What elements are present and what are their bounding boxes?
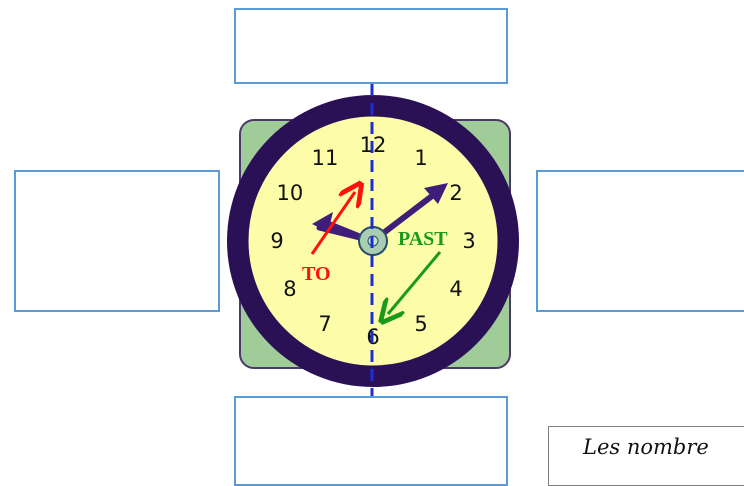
clock-number-1: 1 xyxy=(414,146,427,170)
clock-number-4: 4 xyxy=(449,277,462,301)
clock-number-3: 3 xyxy=(462,229,475,253)
clock-number-7: 7 xyxy=(318,312,331,336)
past-label: PAST xyxy=(398,228,448,250)
to-label: TO xyxy=(302,263,331,285)
clock-illustration: 121234567891011 PAST TO xyxy=(0,0,744,472)
clock-number-10: 10 xyxy=(277,181,304,205)
clock-number-11: 11 xyxy=(312,146,339,170)
clock-number-2: 2 xyxy=(449,181,462,205)
clock-number-9: 9 xyxy=(270,229,283,253)
clock-number-8: 8 xyxy=(283,277,296,301)
clock-number-5: 5 xyxy=(414,312,427,336)
